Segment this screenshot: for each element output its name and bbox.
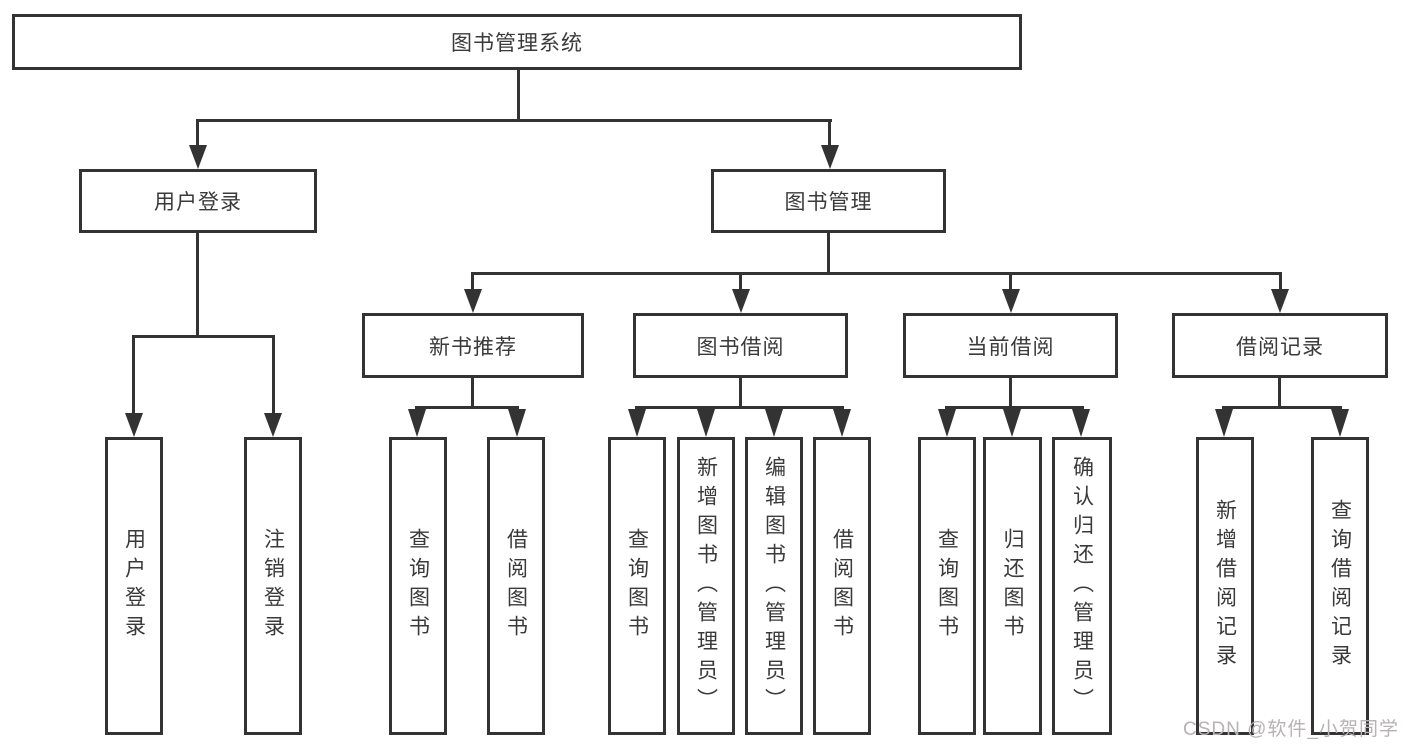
arrowhead-current-query (938, 409, 956, 437)
leaf-current-confirm-return-admin: 确认归还（管理员） (1052, 437, 1112, 735)
leaf-current-query-books: 查询图书 (918, 437, 976, 735)
arrowhead-book-borrow (732, 289, 750, 313)
leaf-records-query-record: 查询借阅记录 (1311, 437, 1369, 735)
connector-stub-new-book-recommend (471, 275, 474, 291)
leaf-label: 新增借阅记录 (1213, 499, 1237, 673)
arrowhead-records-add (1215, 409, 1233, 437)
connector-level3-split (471, 272, 1282, 275)
arrowhead-borrow-records (1271, 289, 1289, 313)
node-user-login: 用户登录 (79, 169, 317, 233)
leaf-label: 查询图书 (625, 528, 649, 644)
connector-user-login-split (132, 335, 275, 338)
leaf-label: 编辑图书（管理员） (762, 455, 786, 717)
arrowhead-borrow-borrow (833, 409, 851, 437)
arrowhead-current-return (1003, 409, 1021, 437)
node-current-borrow: 当前借阅 (903, 313, 1118, 378)
arrowhead-newrec-borrow (508, 409, 526, 437)
connector-root-down (517, 70, 520, 122)
connector-stub-current-borrow (1009, 275, 1012, 291)
leaf-borrow-add-books-admin: 新增图书（管理员） (677, 437, 735, 735)
leaf-label: 查询借阅记录 (1328, 499, 1352, 673)
connector-stub-borrow-records (1279, 275, 1282, 291)
leaf-label: 确认归还（管理员） (1070, 455, 1094, 717)
connector-records-down (1278, 378, 1281, 408)
arrowhead-borrow-query (628, 409, 646, 437)
connector-borrow-split (635, 406, 844, 409)
node-label: 用户登录 (154, 191, 242, 214)
leaf-label: 查询图书 (935, 528, 959, 644)
connector-current-split (945, 406, 1084, 409)
leaf-records-add-record: 新增借阅记录 (1196, 437, 1254, 735)
arrowhead-newrec-query (408, 409, 426, 437)
connector-level2-split (196, 119, 832, 122)
connector-book-management-down (827, 233, 830, 275)
node-label: 当前借阅 (966, 335, 1055, 359)
connector-user-login-down (196, 233, 199, 337)
leaf-logout: 注销登录 (244, 437, 302, 735)
connector-current-down (1009, 378, 1012, 408)
node-label: 借阅记录 (1236, 335, 1324, 359)
arrowhead-borrow-add (697, 409, 715, 437)
leaf-label: 借阅图书 (504, 528, 528, 644)
arrowhead-records-query (1331, 409, 1349, 437)
leaf-borrow-query-books: 查询图书 (608, 437, 666, 735)
arrowhead-leaf-logout (264, 413, 282, 437)
arrowhead-new-book-recommend (464, 289, 482, 313)
connector-borrow-down (739, 378, 742, 408)
leaf-borrow-borrow-books: 借阅图书 (813, 437, 871, 735)
connector-newrec-split (415, 406, 519, 409)
arrowhead-book-management (821, 145, 839, 169)
node-label: 图书管理 (784, 191, 873, 214)
connector-records-split (1222, 406, 1342, 409)
connector-stub-leaf-logout (272, 338, 275, 415)
arrowhead-borrow-edit (765, 409, 783, 437)
arrowhead-current-confirm (1072, 409, 1090, 437)
leaf-label: 用户登录 (122, 528, 146, 644)
connector-stub-book-management (828, 122, 831, 148)
leaf-user-login: 用户登录 (105, 437, 163, 735)
node-new-book-recommend: 新书推荐 (362, 313, 584, 378)
arrowhead-leaf-user-login (125, 413, 143, 437)
leaf-label: 注销登录 (261, 528, 285, 644)
leaf-current-return-books: 归还图书 (983, 437, 1042, 735)
csdn-watermark: CSDN @软件_小贺同学 (1183, 719, 1399, 740)
node-label: 图书借阅 (696, 335, 785, 359)
node-library-management-system: 图书管理系统 (12, 14, 1022, 70)
leaf-label: 借阅图书 (830, 528, 854, 644)
leaf-borrow-edit-books-admin: 编辑图书（管理员） (745, 437, 803, 735)
connector-newrec-down (471, 378, 474, 408)
connector-stub-user-login (196, 122, 199, 148)
leaf-newrec-query-books: 查询图书 (389, 437, 447, 735)
node-book-management: 图书管理 (711, 169, 946, 233)
connector-stub-leaf-user-login (132, 338, 135, 415)
arrowhead-user-login (189, 145, 207, 169)
arrowhead-current-borrow (1002, 289, 1020, 313)
leaf-label: 查询图书 (406, 528, 430, 644)
connector-stub-book-borrow (739, 275, 742, 291)
leaf-label: 归还图书 (1001, 528, 1024, 644)
node-book-borrow: 图书借阅 (633, 313, 848, 378)
node-borrow-records: 借阅记录 (1172, 313, 1388, 378)
leaf-newrec-borrow-books: 借阅图书 (487, 437, 545, 735)
node-label: 新书推荐 (429, 335, 517, 359)
leaf-label: 新增图书（管理员） (694, 455, 718, 717)
node-label: 图书管理系统 (451, 32, 583, 55)
